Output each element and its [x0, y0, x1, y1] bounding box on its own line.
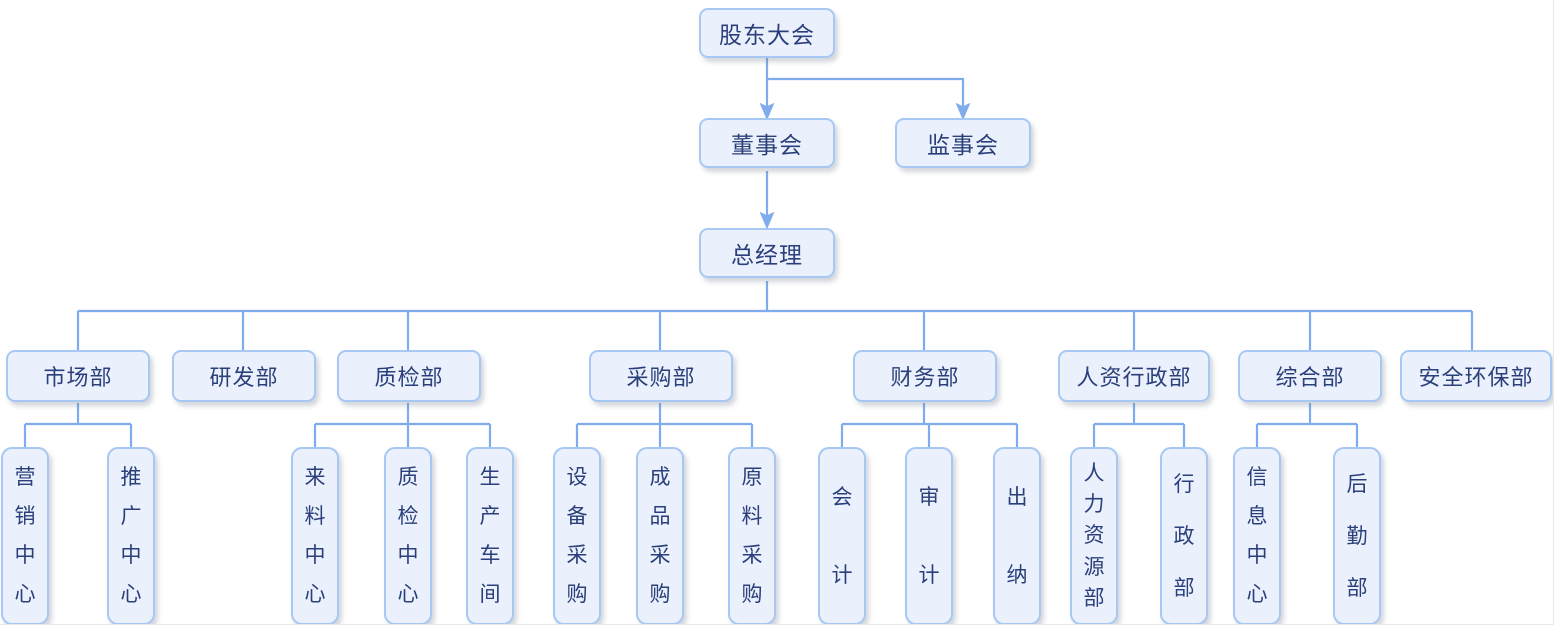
- node-unit-human-resources[interactable]: 人力资源部: [1070, 447, 1118, 624]
- node-board-of-supervisors[interactable]: 监事会: [895, 118, 1031, 168]
- vertical-label: 人力资源部: [1083, 461, 1105, 610]
- node-label: 安全环保部: [1418, 365, 1534, 390]
- node-board-of-directors[interactable]: 董事会: [699, 118, 835, 168]
- vertical-label: 质检中心: [397, 465, 419, 606]
- node-department-rd[interactable]: 研发部: [172, 350, 316, 402]
- vertical-label: 来料中心: [304, 465, 326, 606]
- node-general-manager[interactable]: 总经理: [699, 228, 835, 278]
- node-unit-information-center[interactable]: 信息中心: [1233, 447, 1281, 624]
- node-shareholders-meeting[interactable]: 股东大会: [699, 8, 835, 58]
- vertical-label: 审计: [918, 484, 940, 587]
- node-unit-marketing-center[interactable]: 营销中心: [1, 447, 49, 624]
- node-label: 研发部: [209, 365, 279, 390]
- node-department-hr-admin[interactable]: 人资行政部: [1058, 350, 1210, 402]
- vertical-label: 设备采购: [566, 465, 588, 606]
- node-department-quality[interactable]: 质检部: [337, 350, 481, 402]
- node-label: 市场部: [43, 365, 113, 390]
- vertical-label: 原料采购: [741, 465, 763, 606]
- node-unit-incoming-material-center[interactable]: 来料中心: [291, 447, 339, 624]
- vertical-label: 生产车间: [479, 465, 501, 606]
- vertical-label: 出纳: [1006, 484, 1028, 587]
- node-department-marketing[interactable]: 市场部: [6, 350, 150, 402]
- node-unit-finished-goods-procurement[interactable]: 成品采购: [636, 447, 684, 624]
- node-unit-audit[interactable]: 审计: [905, 447, 953, 624]
- node-department-procurement[interactable]: 采购部: [589, 350, 733, 402]
- node-unit-cashier[interactable]: 出纳: [993, 447, 1041, 624]
- node-label: 总经理: [731, 243, 803, 268]
- node-unit-promotion-center[interactable]: 推广中心: [107, 447, 155, 624]
- node-unit-production-workshop[interactable]: 生产车间: [466, 447, 514, 624]
- node-label: 采购部: [626, 365, 696, 390]
- vertical-label: 行政部: [1173, 471, 1195, 600]
- vertical-label: 推广中心: [120, 465, 142, 606]
- node-unit-administration[interactable]: 行政部: [1160, 447, 1208, 624]
- node-unit-raw-material-procurement[interactable]: 原料采购: [728, 447, 776, 624]
- node-label: 股东大会: [719, 23, 815, 48]
- vertical-label: 信息中心: [1246, 465, 1268, 606]
- node-department-safety-environment[interactable]: 安全环保部: [1400, 350, 1552, 402]
- vertical-label: 会计: [831, 484, 853, 587]
- node-label: 质检部: [374, 365, 444, 390]
- node-label: 监事会: [927, 133, 999, 158]
- node-unit-accounting[interactable]: 会计: [818, 447, 866, 624]
- node-department-general-affairs[interactable]: 综合部: [1238, 350, 1382, 402]
- node-label: 综合部: [1275, 365, 1345, 390]
- node-unit-quality-center[interactable]: 质检中心: [384, 447, 432, 624]
- vertical-label: 成品采购: [649, 465, 671, 606]
- node-label: 董事会: [731, 133, 803, 158]
- node-label: 财务部: [890, 365, 960, 390]
- vertical-label: 营销中心: [14, 465, 36, 606]
- node-department-finance[interactable]: 财务部: [853, 350, 997, 402]
- node-unit-equipment-procurement[interactable]: 设备采购: [553, 447, 601, 624]
- node-label: 人资行政部: [1076, 365, 1192, 390]
- node-unit-logistics[interactable]: 后勤部: [1333, 447, 1381, 624]
- vertical-label: 后勤部: [1346, 471, 1368, 600]
